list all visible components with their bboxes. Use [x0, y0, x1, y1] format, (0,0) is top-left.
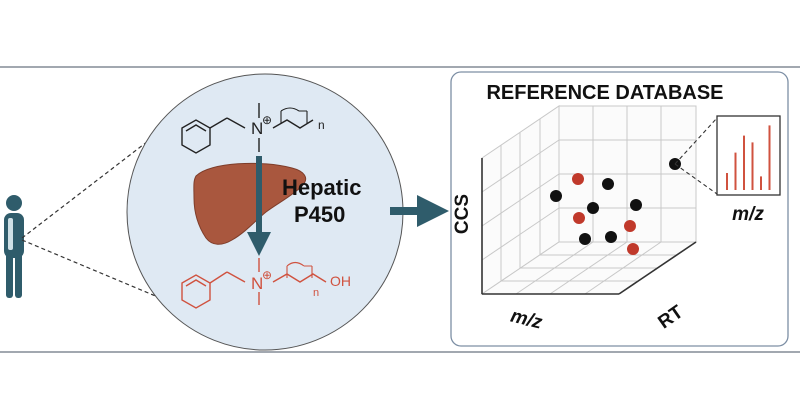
enzyme-label-line2: P450 — [294, 202, 345, 227]
person-icon — [4, 195, 24, 298]
dashed-connector-lower — [21, 239, 166, 301]
spectrum-peaks — [726, 125, 771, 190]
metabolite-subscript: n — [313, 287, 319, 299]
point-black — [587, 202, 599, 214]
metabolite-charge: ⊕ — [262, 268, 272, 282]
point-black — [550, 190, 562, 202]
spectrum-label: m/z — [732, 204, 764, 225]
data-points — [550, 158, 681, 255]
enzyme-label-line1: Hepatic — [282, 175, 361, 200]
axis-label-ccs: CCS — [452, 194, 473, 234]
parent-subscript: n — [318, 118, 325, 132]
parent-charge: ⊕ — [262, 113, 272, 127]
spectrum-connector-upper — [674, 117, 718, 165]
database-title: REFERENCE DATABASE — [486, 82, 723, 104]
metabolite-nitrogen: N — [251, 274, 263, 293]
point-black — [602, 178, 614, 190]
point-red — [624, 220, 636, 232]
point-red — [573, 212, 585, 224]
dashed-connector-upper — [21, 127, 166, 239]
point-black — [605, 231, 617, 243]
spectrum-connector-lower — [674, 163, 718, 195]
metabolite-hydroxyl: OH — [330, 273, 351, 289]
parent-molecule — [181, 103, 314, 154]
point-red — [627, 243, 639, 255]
parent-nitrogen: N — [251, 119, 263, 138]
plot-axes — [481, 158, 697, 295]
point-black — [630, 199, 642, 211]
point-black — [579, 233, 591, 245]
point-red — [572, 173, 584, 185]
metabolite-molecule — [181, 258, 327, 309]
